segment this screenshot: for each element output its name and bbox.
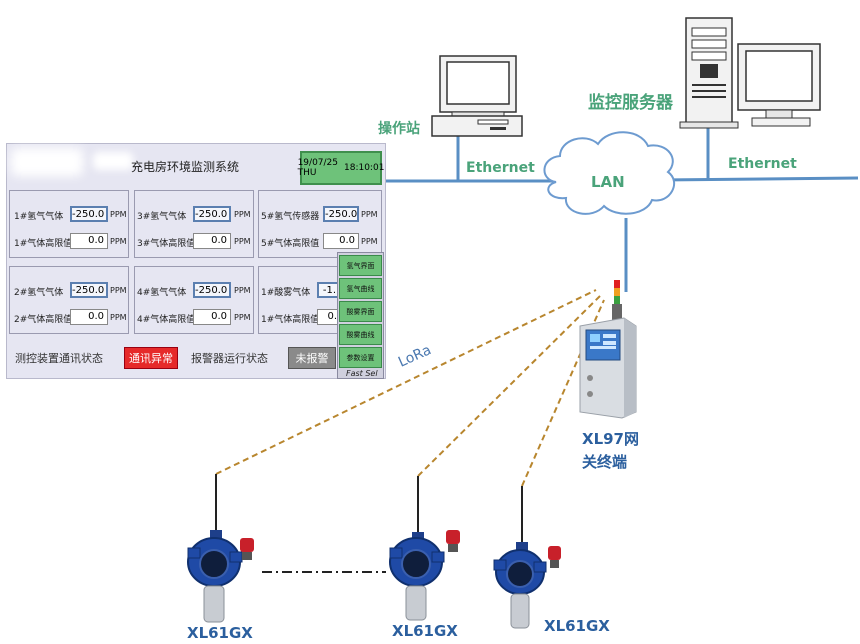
operator-computer-icon <box>431 55 523 137</box>
server-computer-icon <box>679 17 821 129</box>
gateway-label-line1: XL97网 <box>582 430 639 448</box>
lan-cloud <box>543 131 675 215</box>
comm-status-badge: 通讯异常 <box>124 347 178 369</box>
fast-sel-panel: 氢气界面 氢气曲线 酸雾界面 酸雾曲线 参数设置 Fast Sel <box>337 252 384 379</box>
limit-value[interactable]: 0.0 <box>70 309 108 325</box>
lora-links <box>215 289 605 487</box>
device-label-1: XL61GX <box>187 624 253 642</box>
fast-sel-label: Fast Sel <box>346 369 378 378</box>
btn-hydrogen-screen[interactable]: 氢气界面 <box>339 255 382 276</box>
sensor-value[interactable]: -250.0 <box>70 282 108 298</box>
gas-detector-icon-1 <box>187 474 254 623</box>
btn-parameter-settings[interactable]: 参数设置 <box>339 347 382 368</box>
limit-label: 1#气体高限值 <box>14 239 73 249</box>
gateway-label-line2: 关终端 <box>582 453 628 471</box>
unit-label: PPM <box>234 286 251 295</box>
limit-value[interactable]: 0.0 <box>193 233 231 249</box>
limit-label: 5#气体高限值 <box>261 239 320 249</box>
limit-label: 2#气体高限值 <box>14 315 73 325</box>
monitor-server-label: 监控服务器 <box>588 93 673 113</box>
unit-label: PPM <box>234 210 251 219</box>
unit-label: PPM <box>234 237 251 246</box>
limit-label: 3#气体高限值 <box>137 239 196 249</box>
ethernet-label-left: Ethernet <box>466 160 535 176</box>
sensor-label: 3#氢气气体 <box>137 212 187 222</box>
lan-label: LAN <box>591 173 625 191</box>
hmi-clock-time: 18:10:01 <box>344 163 385 173</box>
sensor-group-2: 2#氢气气体 -250.0 PPM 2#气体高限值 0.0 PPM <box>9 266 129 334</box>
sensor-value[interactable]: -250.0 <box>193 282 231 298</box>
ethernet-label-right: Ethernet <box>728 156 797 172</box>
sensor-label: 2#氢气气体 <box>14 288 64 298</box>
limit-label: 4#气体高限值 <box>137 315 196 325</box>
limit-value[interactable]: 0.0 <box>323 233 359 249</box>
sensor-group-5: 5#氢气传感器 -250.0 PPM 5#气体高限值 0.0 PPM <box>258 190 382 258</box>
comm-status-label: 测控装置通讯状态 <box>15 352 103 365</box>
gas-detector-icon-2 <box>389 476 460 621</box>
hmi-logo-blurred-2 <box>93 152 133 170</box>
limit-value[interactable]: 0.0 <box>70 233 108 249</box>
hmi-logo-blurred <box>11 148 83 176</box>
hmi-clock-date: 19/07/25 THU <box>297 158 338 178</box>
sensor-value[interactable]: -250.0 <box>193 206 231 222</box>
gateway-terminal-icon <box>579 280 637 419</box>
sensor-value[interactable]: -250.0 <box>323 206 359 222</box>
btn-hydrogen-curve[interactable]: 氢气曲线 <box>339 278 382 299</box>
unit-label: PPM <box>110 210 127 219</box>
btn-acid-curve[interactable]: 酸雾曲线 <box>339 324 382 345</box>
sensor-group-4: 4#氢气气体 -250.0 PPM 4#气体高限值 0.0 PPM <box>134 266 254 334</box>
unit-label: PPM <box>361 237 378 246</box>
unit-label: PPM <box>110 237 127 246</box>
device-label-3: XL61GX <box>544 617 610 635</box>
unit-label: PPM <box>110 286 127 295</box>
alarm-status-badge: 未报警 <box>288 347 336 369</box>
hmi-panel: 充电房环境监测系统 19/07/25 THU 18:10:01 1#氢气气体 -… <box>6 143 386 379</box>
sensor-label: 1#氢气气体 <box>14 212 64 222</box>
sensor-label: 1#酸雾气体 <box>261 288 311 298</box>
btn-acid-screen[interactable]: 酸雾界面 <box>339 301 382 322</box>
gas-detector-icon-3 <box>493 486 561 629</box>
operator-station-label: 操作站 <box>378 121 420 137</box>
sensor-group-1: 1#氢气气体 -250.0 PPM 1#气体高限值 0.0 PPM <box>9 190 129 258</box>
alarm-status-label: 报警器运行状态 <box>191 352 268 365</box>
unit-label: PPM <box>234 313 251 322</box>
limit-value[interactable]: 0.0 <box>193 309 231 325</box>
device-label-2: XL61GX <box>392 622 458 640</box>
hmi-clock: 19/07/25 THU 18:10:01 <box>297 151 385 185</box>
sensor-value[interactable]: -250.0 <box>70 206 108 222</box>
hmi-title: 充电房环境监测系统 <box>131 160 240 174</box>
limit-label: 1#气体高限值 <box>261 315 320 325</box>
unit-label: PPM <box>361 210 378 219</box>
sensor-label: 4#氢气气体 <box>137 288 187 298</box>
ethernet-line-right <box>659 176 859 182</box>
sensor-group-3: 3#氢气气体 -250.0 PPM 3#气体高限值 0.0 PPM <box>134 190 254 258</box>
unit-label: PPM <box>110 313 127 322</box>
sensor-label: 5#氢气传感器 <box>261 212 320 222</box>
